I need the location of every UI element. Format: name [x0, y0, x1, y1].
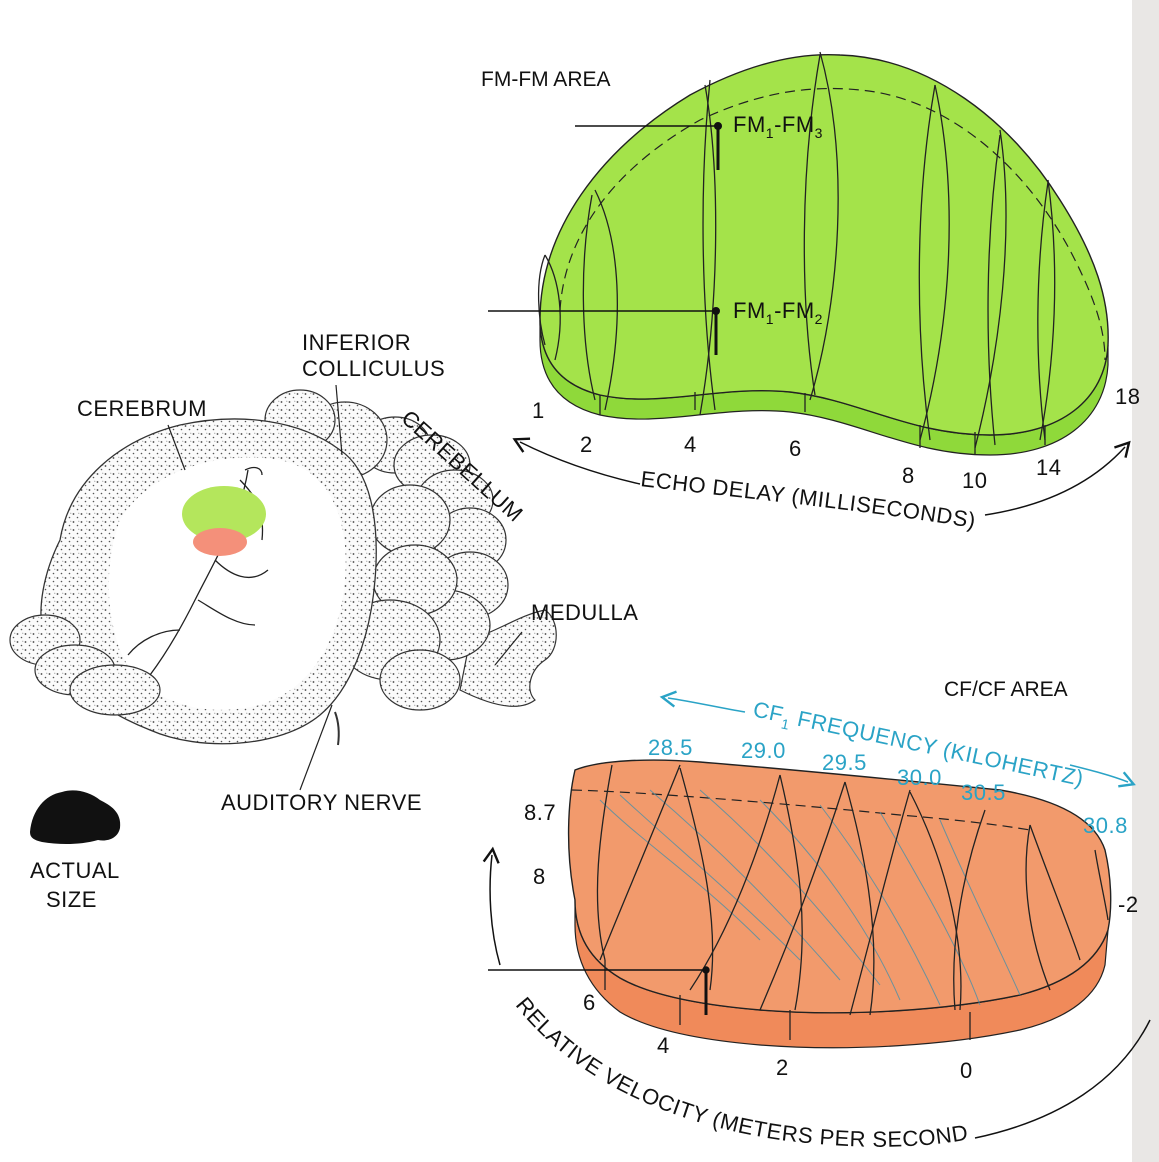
- echo-delay-axis-title: ECHO DELAY (MILLISECONDS): [639, 466, 977, 533]
- delay-tick-14: 14: [1036, 455, 1061, 480]
- velocity-arrow-up: [490, 855, 500, 965]
- cf-area-title: CF/CF AREA: [944, 678, 1068, 701]
- fm-area-title: FM-FM AREA: [481, 68, 611, 91]
- freq-tick-30-5: 30.5: [961, 780, 1006, 805]
- label-auditory-nerve: AUDITORY NERVE: [221, 790, 422, 815]
- freq-arrow-left: [668, 698, 745, 712]
- bat-brain: [10, 390, 556, 745]
- velocity-tick-0: 0: [960, 1058, 973, 1083]
- label-size: SIZE: [46, 887, 97, 912]
- freq-tick-30-8: 30.8: [1083, 813, 1128, 838]
- label-colliculus: COLLICULUS: [302, 356, 445, 381]
- delay-tick-8: 8: [902, 463, 915, 488]
- delay-tick-2: 2: [580, 432, 593, 457]
- auditory-nerve-stub: [335, 712, 339, 745]
- label-medulla: MEDULLA: [531, 600, 638, 625]
- freq-tick-28-5: 28.5: [648, 735, 693, 760]
- fm1-fm3-label: FM1-FM3: [733, 112, 823, 141]
- velocity-arrow-right: [975, 1020, 1150, 1138]
- freq-tick-29-5: 29.5: [822, 750, 867, 775]
- velocity-tick-8-7: 8.7: [524, 800, 556, 825]
- velocity-tick-8: 8: [533, 864, 546, 889]
- delay-tick-6: 6: [789, 436, 802, 461]
- label-cerebrum: CEREBRUM: [77, 396, 207, 421]
- fm-block-top: [540, 55, 1108, 435]
- delay-tick-4: 4: [684, 432, 697, 457]
- brain-cf-area-patch: [193, 528, 247, 556]
- fm1-fm2-label: FM1-FM2: [733, 298, 823, 327]
- delay-tick-10: 10: [962, 468, 987, 493]
- delay-tick-18: 18: [1115, 384, 1140, 409]
- velocity-tick-2: 2: [776, 1055, 789, 1080]
- delay-tick-1: 1: [532, 398, 545, 423]
- freq-tick-30-0: 30.0: [897, 765, 942, 790]
- freq-tick-29-0: 29.0: [741, 738, 786, 763]
- actual-size-silhouette: [30, 790, 120, 844]
- velocity-tick-4: 4: [657, 1033, 670, 1058]
- page-edge: [1132, 0, 1159, 1162]
- label-actual: ACTUAL: [30, 858, 120, 883]
- velocity-tick-6: 6: [583, 990, 596, 1015]
- label-inferior: INFERIOR: [302, 330, 411, 355]
- cf-cf-area-block: [488, 760, 1111, 1048]
- velocity-tick-neg-2: -2: [1118, 892, 1139, 917]
